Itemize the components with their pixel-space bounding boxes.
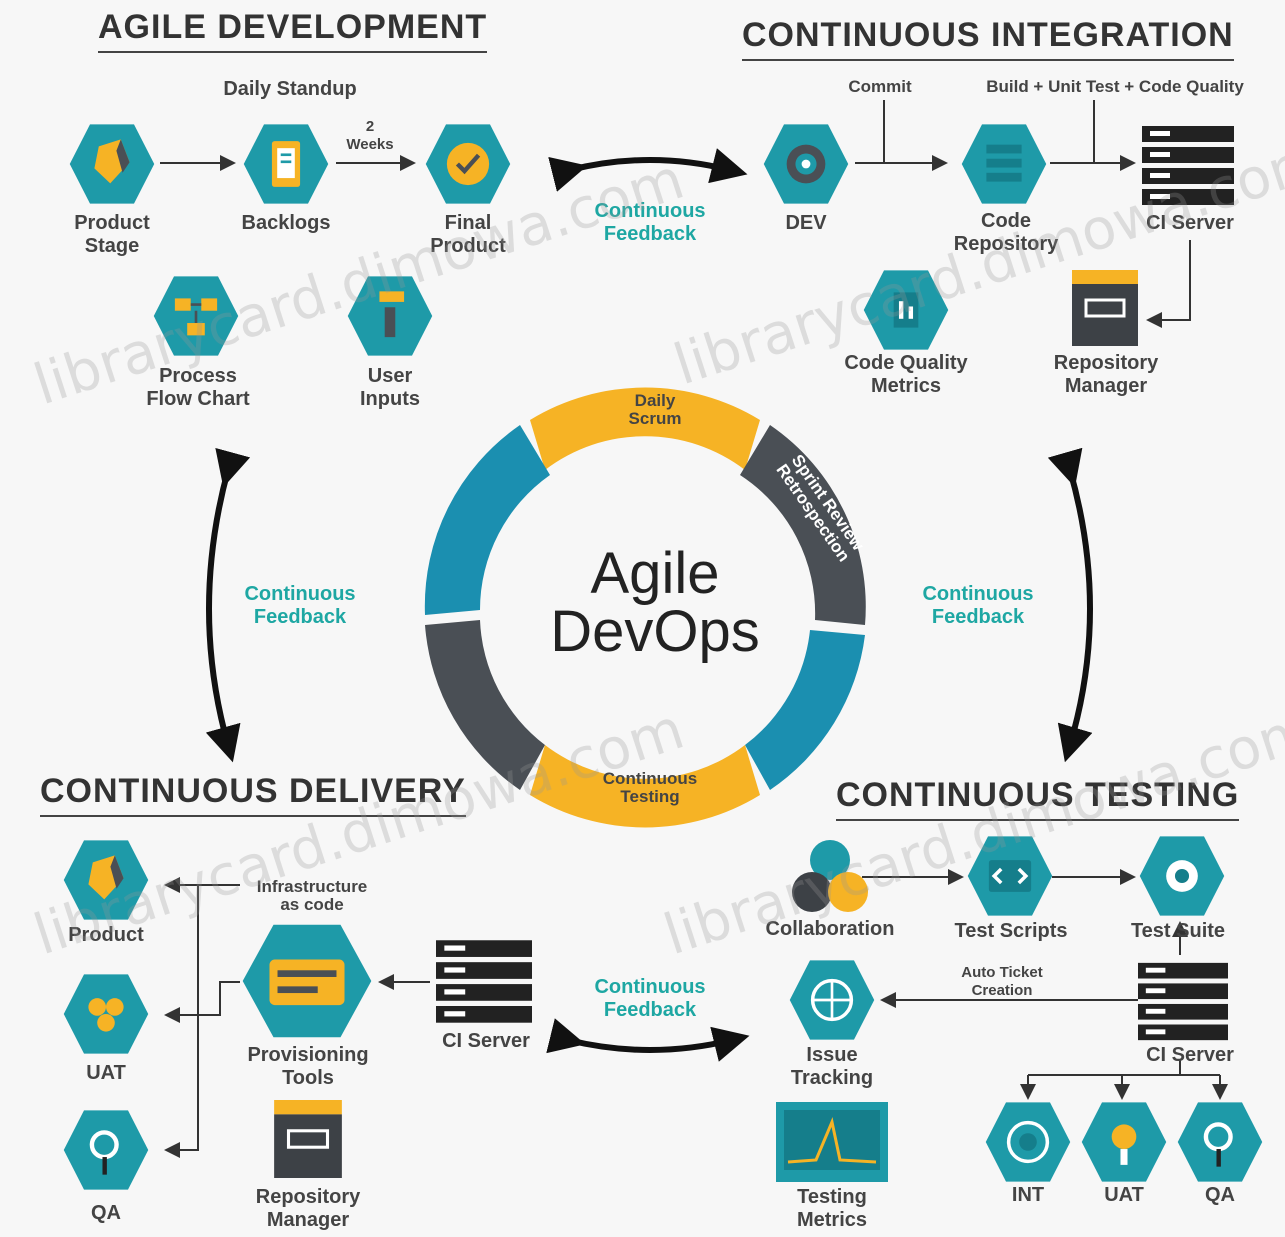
qa-label-ct: QA [1205,1184,1235,1206]
ci-server-label-ct: CI Server [1146,1044,1234,1066]
collaboration-icon [790,836,870,916]
int-icon [984,1098,1072,1186]
code-quality-metrics-icon [862,266,950,354]
code-quality-metrics-label: Code Quality Metrics [844,352,968,397]
product-label: Product [68,924,144,946]
daily-scrum-label: Daily Scrum [628,391,682,428]
center-title-devops: DevOps [550,599,760,664]
repository-manager-label-cd: Repository Manager [255,1186,361,1231]
uat-icon-cd [62,970,150,1058]
ci-server-icon-cd [436,940,532,1024]
uat-label-ct: UAT [1104,1184,1144,1206]
int-label: INT [1011,1184,1045,1206]
agile-development-title: AGILE DEVELOPMENT [98,8,488,53]
product-stage-label: Product Stage [74,212,150,257]
infrastructure-as-code-label: Infrastructure as code [256,877,368,914]
provisioning-tools-label: Provisioning Tools [247,1044,369,1089]
center-title: Agile DevOps [520,545,790,661]
build-label: Build + Unit Test + Code Quality [986,77,1244,96]
user-inputs-icon [346,272,434,360]
continuous-integration-title: CONTINUOUS INTEGRATION [742,16,1234,61]
ci-server-icon-ct [1138,962,1228,1042]
repository-manager-icon-top [1072,270,1138,346]
final-product-icon [424,120,512,208]
code-repository-icon [960,120,1048,208]
continuous-delivery-title: CONTINUOUS DELIVERY [40,772,466,817]
final-product-label: Final Product [430,212,506,257]
test-scripts-label: Test Scripts [954,920,1068,942]
collaboration-label: Collaboration [765,918,895,940]
issue-tracking-icon [788,956,876,1044]
qa-icon-cd [62,1106,150,1194]
continuous-testing-title: CONTINUOUS TESTING [836,776,1240,821]
ci-server-icon [1142,126,1234,206]
uat-label-cd: UAT [86,1062,126,1084]
feedback-right: Continuous Feedback [922,583,1034,628]
feedback-top: Continuous Feedback [594,200,706,245]
test-scripts-icon [966,832,1054,920]
product-icon [62,836,150,924]
repository-manager-label-top: Repository Manager [1053,352,1159,397]
product-stage-icon [68,120,156,208]
repository-manager-icon-cd [274,1100,342,1178]
ci-server-label-cd: CI Server [442,1030,530,1052]
agile-devops-cycle [424,387,866,828]
process-flow-chart-icon [152,272,240,360]
issue-tracking-label: Issue Tracking [790,1044,874,1089]
testing-metrics-label: Testing Metrics [796,1186,868,1231]
uat-icon-ct [1080,1098,1168,1186]
code-repository-label: Code Repository [953,210,1059,255]
backlogs-icon [242,120,330,208]
daily-standup-label: Daily Standup [223,78,357,100]
auto-ticket-creation-label: Auto Ticket Creation [961,964,1043,999]
dev-label: DEV [785,212,827,234]
qa-icon-ct [1176,1098,1264,1186]
commit-label: Commit [848,77,912,96]
provisioning-tools-icon [240,922,374,1040]
feedback-left: Continuous Feedback [244,583,356,628]
testing-metrics-icon [776,1102,888,1182]
test-suite-label: Test Suite [1130,920,1226,942]
test-suite-icon [1138,832,1226,920]
user-inputs-label: User Inputs [360,365,420,410]
two-weeks-label: 2 Weeks [346,118,394,153]
qa-label-cd: QA [91,1202,121,1224]
center-title-agile: Agile [590,541,720,606]
ci-server-label-top: CI Server [1146,212,1234,234]
feedback-bottom: Continuous Feedback [594,976,706,1021]
backlogs-label: Backlogs [241,212,331,234]
dev-icon [762,120,850,208]
continuous-testing-segment-label: Continuous Testing [602,769,698,806]
process-flow-chart-label: Process Flow Chart [146,365,250,410]
